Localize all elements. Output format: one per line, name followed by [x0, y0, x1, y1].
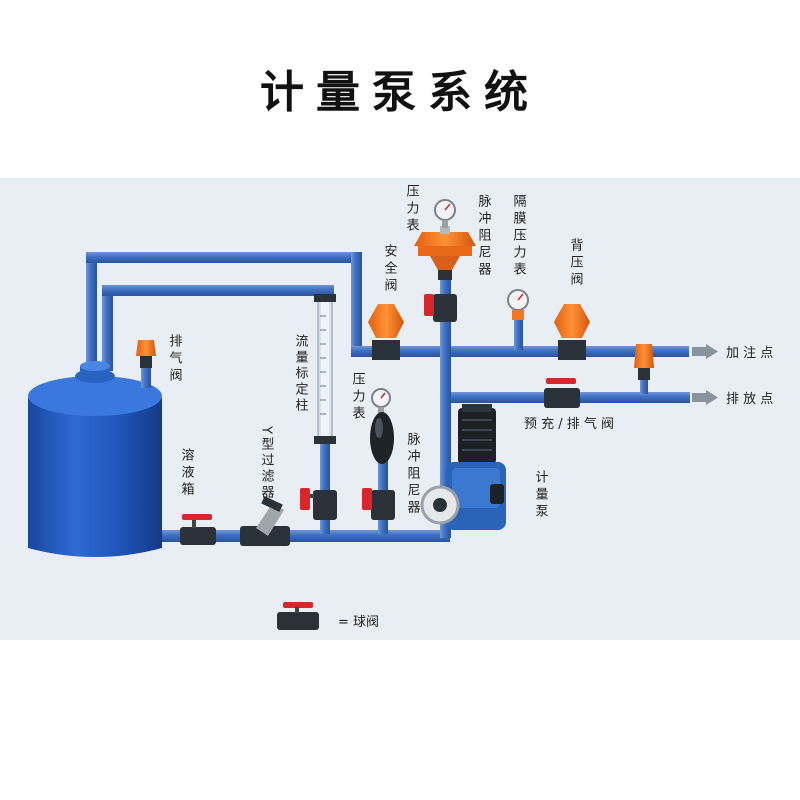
flow-calibration-column-icon — [314, 294, 336, 444]
label-solution-tank: 溶液箱 — [179, 448, 195, 499]
label-safety-valve: 安全阀 — [382, 244, 398, 295]
label-legend-ball-valve: = 球阀 — [338, 615, 379, 630]
label-back-pressure-valve: 背压阀 — [568, 238, 584, 289]
pipe — [351, 252, 362, 356]
arrow-right-icon — [692, 390, 718, 405]
y-filter-icon — [240, 496, 290, 546]
pulse-damper-mid-icon — [370, 412, 394, 464]
arrow-right-icon — [692, 344, 718, 359]
metering-pump-diagram: 压力表 脉冲阻尼器 隔膜压力表 背压阀 安全阀 排气阀 流量标定柱 压力表 脉冲… — [0, 178, 800, 640]
pressure-gauge-icon — [434, 199, 456, 228]
pressure-gauge-icon — [371, 388, 391, 413]
pipe — [440, 300, 451, 500]
metering-pump-icon — [420, 404, 506, 530]
label-y-filter: Y型过滤器 — [259, 425, 275, 501]
label-pulse-damper-top: 脉冲阻尼器 — [476, 194, 492, 279]
pipe — [102, 285, 113, 371]
pipe — [160, 530, 450, 542]
orange-valve-icon — [634, 344, 654, 394]
pipe — [351, 346, 689, 357]
pipe — [86, 252, 97, 372]
ball-valve-icon — [544, 378, 580, 408]
orange-valve-icon — [136, 340, 156, 388]
pipe — [514, 320, 523, 350]
solution-tank-icon — [28, 361, 162, 557]
pipe — [102, 285, 334, 296]
ball-valve-icon — [180, 514, 216, 545]
label-drain-point: 排 放 点 — [726, 392, 773, 407]
pipe — [440, 262, 451, 302]
orange-valve-icon — [368, 304, 404, 360]
label-prime-vent-valve: 预 充 / 排 气 阀 — [524, 416, 614, 432]
page-title: 计量泵系统 — [260, 67, 540, 118]
label-pulse-damper-mid: 脉冲阻尼器 — [405, 432, 421, 517]
label-diaphragm-gauge: 隔膜压力表 — [511, 194, 527, 279]
pressure-gauge-icon — [507, 289, 529, 320]
label-vent-valve: 排气阀 — [167, 334, 183, 385]
ball-valve-icon — [300, 488, 337, 520]
label-flow-column: 流量标定柱 — [293, 334, 309, 414]
label-metering-pump: 计量泵 — [533, 470, 549, 521]
pulse-damper-top-icon — [414, 226, 476, 280]
label-pressure-gauge-mid: 压力表 — [350, 372, 366, 423]
label-dosing-point: 加 注 点 — [726, 346, 773, 361]
legend-ball-valve-icon — [277, 602, 319, 630]
orange-valve-icon — [554, 304, 590, 360]
pipe — [86, 252, 362, 263]
label-pressure-gauge-top: 压力表 — [404, 184, 420, 235]
ball-valve-icon — [362, 488, 395, 520]
pipe — [320, 440, 330, 534]
ball-valve-icon — [424, 294, 457, 322]
